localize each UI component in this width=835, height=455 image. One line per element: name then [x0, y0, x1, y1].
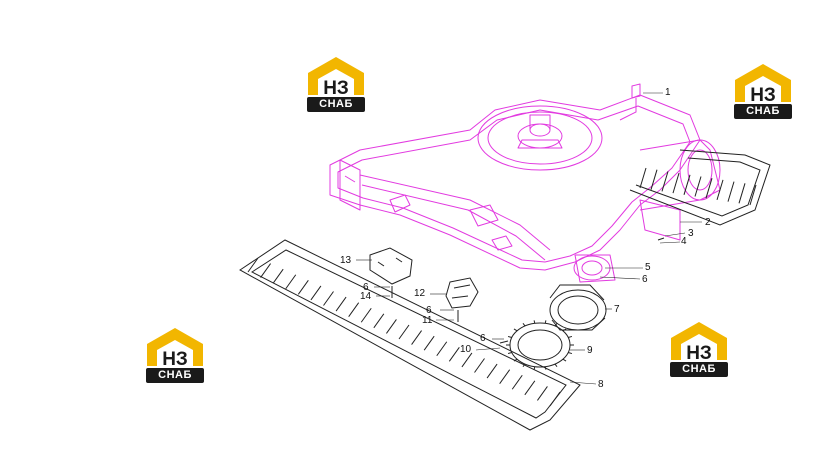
track-link: [549, 391, 561, 407]
front-track-links: [247, 257, 561, 407]
house-logo-icon: НЗ: [308, 57, 364, 99]
track-link: [661, 171, 669, 192]
track-link: [650, 169, 658, 190]
front-left-track: [239, 239, 581, 431]
track-link: [568, 352, 573, 355]
callout-1: 1: [665, 87, 671, 98]
track-link: [423, 335, 435, 351]
callout-11: 11: [422, 315, 433, 326]
detached-parts: [369, 237, 665, 370]
logo-letters: НЗ: [323, 78, 349, 99]
logo-letters: НЗ: [686, 343, 712, 364]
callout-6: 6: [480, 333, 486, 344]
track-link: [436, 341, 448, 357]
callout-6: 6: [426, 305, 432, 316]
track-link: [749, 184, 757, 206]
track-link: [683, 174, 691, 195]
track-link: [499, 369, 511, 384]
track-link: [507, 335, 512, 338]
rear-right-track: [629, 149, 771, 226]
callout-14: 14: [360, 291, 372, 302]
track-link: [727, 181, 735, 202]
track-link: [738, 183, 746, 204]
brand-logo: НЗ СНАБ: [731, 62, 795, 122]
track-link: [411, 330, 422, 345]
track-link: [398, 324, 410, 340]
brand-logo: НЗ СНАБ: [667, 320, 731, 380]
track-link: [448, 347, 460, 362]
house-logo-icon: НЗ: [671, 322, 727, 364]
logo-plate: СНАБ: [307, 97, 365, 112]
leader-lines: [356, 92, 702, 385]
track-link: [461, 352, 473, 368]
track-link: [513, 328, 518, 332]
callout-8: 8: [598, 379, 604, 390]
track-link: [260, 263, 271, 278]
logo-text: СНАБ: [746, 105, 780, 117]
house-logo-icon: НЗ: [735, 64, 791, 106]
track-link: [533, 320, 536, 324]
logo-letters: НЗ: [162, 349, 188, 370]
sprocket-teeth: [506, 320, 574, 370]
callout-5: 5: [645, 262, 651, 273]
track-link: [537, 386, 548, 401]
track-link: [522, 363, 526, 367]
track-link: [348, 302, 360, 317]
track-link: [247, 257, 259, 273]
track-link: [297, 280, 309, 295]
track-link: [554, 323, 558, 327]
track-link: [310, 285, 322, 301]
track-link: [544, 320, 547, 324]
callout-10: 10: [460, 344, 472, 355]
house-logo-icon: НЗ: [147, 328, 203, 370]
track-link: [507, 352, 512, 355]
callout-9: 9: [587, 345, 593, 356]
track-link: [373, 313, 385, 329]
logo-text: СНАБ: [682, 363, 716, 375]
callout-7: 7: [614, 304, 620, 315]
callout-2: 2: [705, 217, 711, 228]
logo-plate: СНАБ: [734, 104, 792, 119]
track-link: [554, 363, 558, 367]
track-link: [716, 179, 724, 201]
callout-13: 13: [340, 255, 352, 266]
brand-logo: НЗ СНАБ: [143, 326, 207, 386]
track-link: [544, 366, 547, 370]
track-link: [639, 167, 647, 189]
brand-logo: НЗ СНАБ: [304, 55, 368, 115]
track-link: [694, 176, 702, 197]
track-link: [513, 358, 518, 362]
track-link: [562, 358, 567, 362]
callout-6: 6: [363, 282, 369, 293]
track-link: [386, 319, 397, 334]
track-frame: [329, 83, 721, 283]
callout-3: 3: [688, 228, 694, 239]
track-link: [486, 363, 498, 379]
track-link: [272, 268, 284, 284]
logo-text: СНАБ: [319, 98, 353, 110]
track-link: [533, 366, 536, 370]
track-link: [323, 291, 334, 306]
track-link: [562, 328, 567, 332]
logo-text: СНАБ: [158, 369, 192, 381]
track-link: [360, 307, 372, 323]
track-link: [511, 374, 523, 390]
track-link: [335, 296, 347, 312]
rear-track-links: [639, 167, 757, 206]
logo-plate: СНАБ: [146, 368, 204, 383]
callout-6: 6: [642, 274, 648, 285]
callout-4: 4: [681, 236, 687, 247]
track-link: [568, 335, 573, 338]
track-link: [285, 274, 297, 290]
callout-12: 12: [414, 288, 426, 299]
track-link: [524, 380, 536, 396]
track-link: [522, 323, 526, 327]
track-link: [672, 172, 680, 194]
logo-letters: НЗ: [750, 85, 776, 106]
logo-plate: СНАБ: [670, 362, 728, 377]
track-link: [474, 358, 485, 373]
track-link: [705, 178, 713, 199]
